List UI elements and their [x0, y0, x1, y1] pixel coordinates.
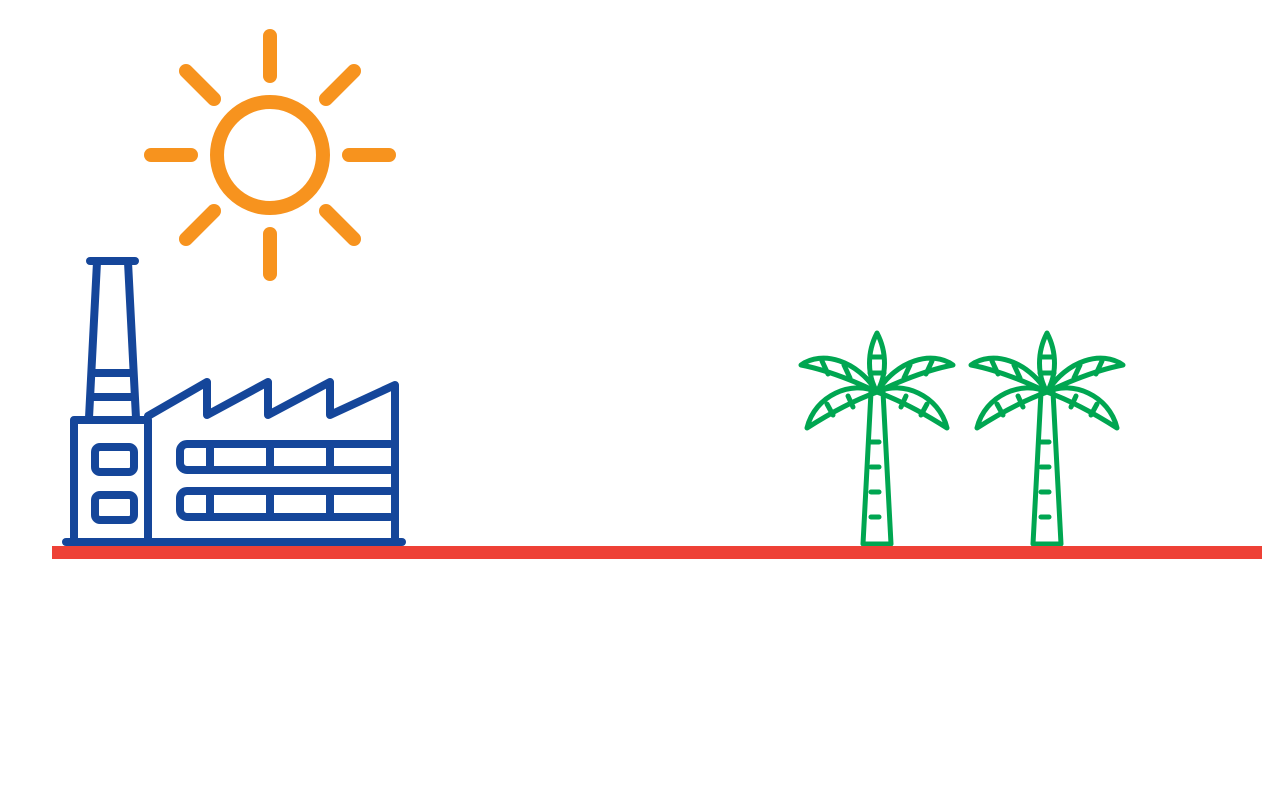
factory-icon — [62, 257, 406, 546]
sun-icon — [144, 29, 396, 281]
palm-tree-icon — [971, 333, 1123, 544]
ground-line — [52, 546, 1262, 559]
palm-tree-icon — [801, 333, 953, 544]
